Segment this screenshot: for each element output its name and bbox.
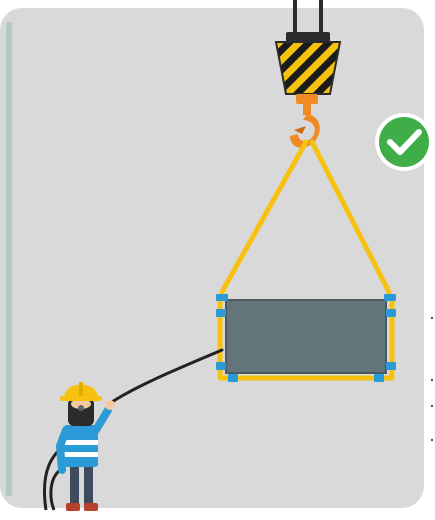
check-circle-icon (375, 113, 433, 171)
crane-cables (293, 0, 323, 42)
worker-figure (42, 382, 115, 511)
edge-protectors (216, 294, 396, 382)
edge-marks (430, 316, 434, 442)
left-accent-bar (6, 22, 12, 496)
tagline-rope (110, 348, 224, 404)
crane-hook-icon (290, 103, 320, 148)
container-load (225, 299, 387, 374)
hook-block (274, 32, 342, 104)
